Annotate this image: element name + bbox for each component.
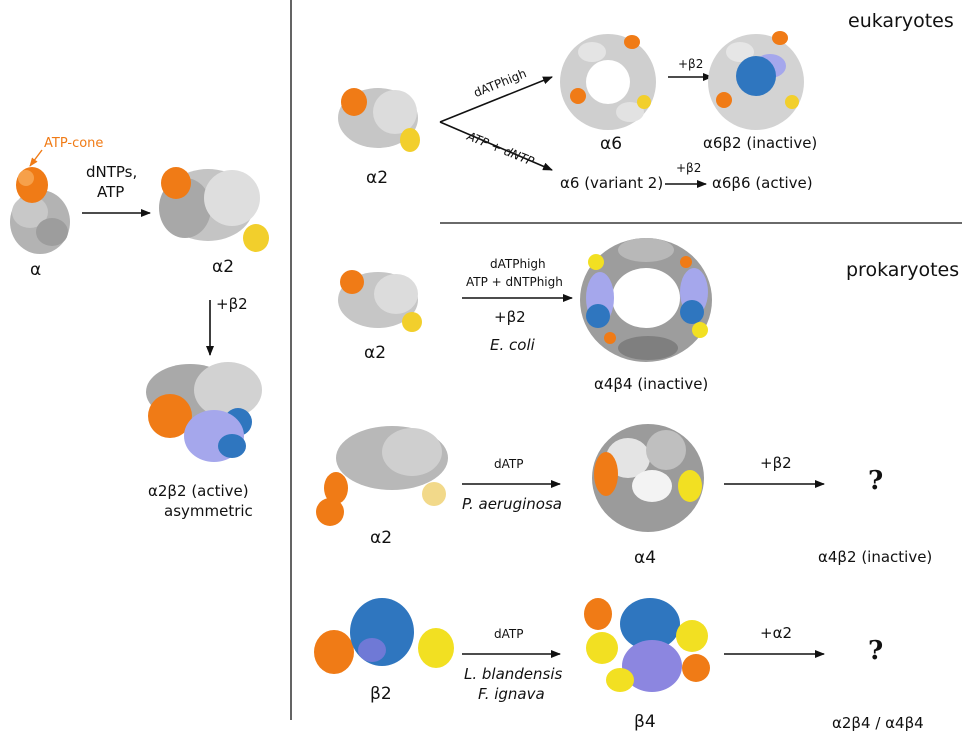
arrow-euk-upper bbox=[439, 76, 553, 123]
eukaryotes-header: eukaryotes bbox=[848, 10, 954, 32]
alpha4beta4-ring-structure bbox=[580, 238, 712, 362]
lb-plus-alpha2: +α2 bbox=[760, 624, 792, 642]
alpha-label: α bbox=[30, 260, 42, 280]
lb-condition: dATP bbox=[494, 627, 524, 641]
ecoli-alpha2-structure bbox=[338, 270, 422, 332]
ecoli-condition-1: dATPhigh bbox=[490, 257, 546, 271]
atp-cone-label: ATP-cone bbox=[44, 136, 104, 151]
plus-beta2-euk-lower: +β2 bbox=[676, 161, 702, 175]
alpha6beta2-structure bbox=[708, 31, 804, 130]
pa-plus-beta2: +β2 bbox=[760, 454, 792, 472]
ecoli-condition-2: ATP + dNTPhigh bbox=[466, 275, 563, 289]
ecoli-alpha2-label: α2 bbox=[364, 343, 387, 363]
beta2-label: β2 bbox=[370, 684, 392, 704]
ecoli-species: E. coli bbox=[490, 336, 535, 354]
alpha6-label: α6 bbox=[600, 134, 623, 154]
euk-alpha2-label: α2 bbox=[366, 168, 389, 188]
alpha2-dimer-structure bbox=[159, 167, 269, 252]
lb-species-1: L. blandensis bbox=[464, 665, 563, 683]
alpha6-variant2-label: α6 (variant 2) bbox=[560, 174, 664, 192]
alpha2beta2-active-label: α2β2 (active) bbox=[148, 482, 249, 500]
alpha6beta6-active-label: α6β6 (active) bbox=[712, 174, 813, 192]
alpha4beta2-inactive-label: α4β2 (inactive) bbox=[818, 548, 933, 566]
euk-alpha2-structure bbox=[338, 88, 420, 152]
atp-label: ATP bbox=[97, 183, 125, 201]
alpha-monomer-structure bbox=[10, 167, 70, 254]
ecoli-plus-beta2: +β2 bbox=[494, 308, 526, 326]
lb-unknown-question: ? bbox=[868, 636, 884, 666]
beta4-label: β4 bbox=[634, 712, 656, 732]
alpha2beta2-structure bbox=[146, 362, 262, 462]
asymmetric-label: asymmetric bbox=[164, 502, 253, 520]
pa-alpha2-label: α2 bbox=[370, 528, 393, 548]
plus-beta2-left: +β2 bbox=[216, 295, 248, 313]
plus-beta2-euk-upper: +β2 bbox=[678, 57, 704, 71]
alpha2beta4-alpha4beta4-label: α2β4 / α4β4 bbox=[832, 714, 924, 732]
pa-species: P. aeruginosa bbox=[462, 495, 562, 513]
beta4-structure bbox=[584, 598, 710, 692]
pa-unknown-question: ? bbox=[868, 466, 884, 496]
beta2-structure bbox=[314, 598, 454, 674]
pa-alpha2-structure bbox=[316, 426, 448, 526]
atp-cone-pointer bbox=[29, 149, 43, 167]
alpha2-label-left: α2 bbox=[212, 257, 235, 277]
alpha4beta4-inactive-label: α4β4 (inactive) bbox=[594, 375, 709, 393]
prokaryotes-header: prokaryotes bbox=[846, 259, 960, 281]
alpha6-ring-structure bbox=[560, 34, 656, 130]
alpha4-label: α4 bbox=[634, 548, 657, 568]
alpha4-structure bbox=[592, 424, 704, 532]
pa-condition: dATP bbox=[494, 457, 524, 471]
arrow-euk-lower bbox=[439, 121, 553, 171]
dntps-label: dNTPs, bbox=[86, 163, 138, 181]
alpha6beta2-inactive-label: α6β2 (inactive) bbox=[703, 134, 818, 152]
lb-species-2: F. ignava bbox=[478, 685, 545, 703]
